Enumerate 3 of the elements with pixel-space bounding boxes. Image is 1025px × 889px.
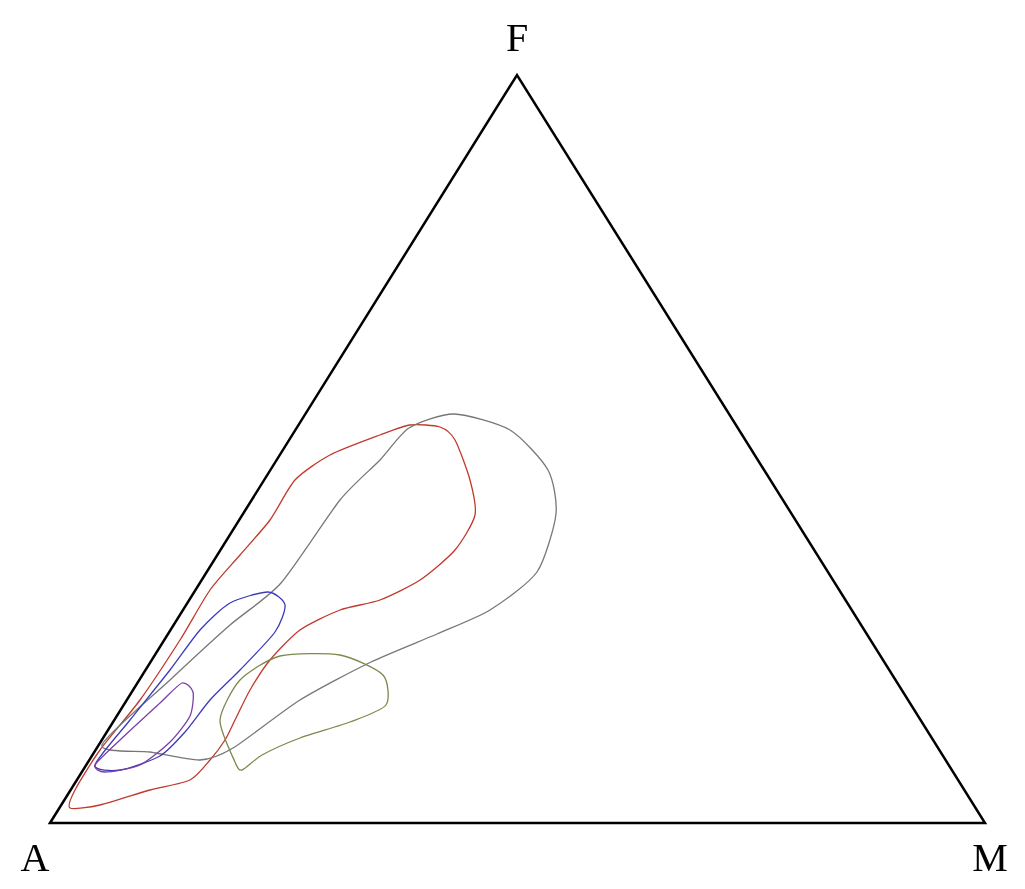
vertex-label: A — [20, 838, 50, 878]
vertex-label: F — [505, 18, 529, 58]
vertex-label: M — [972, 838, 1008, 878]
